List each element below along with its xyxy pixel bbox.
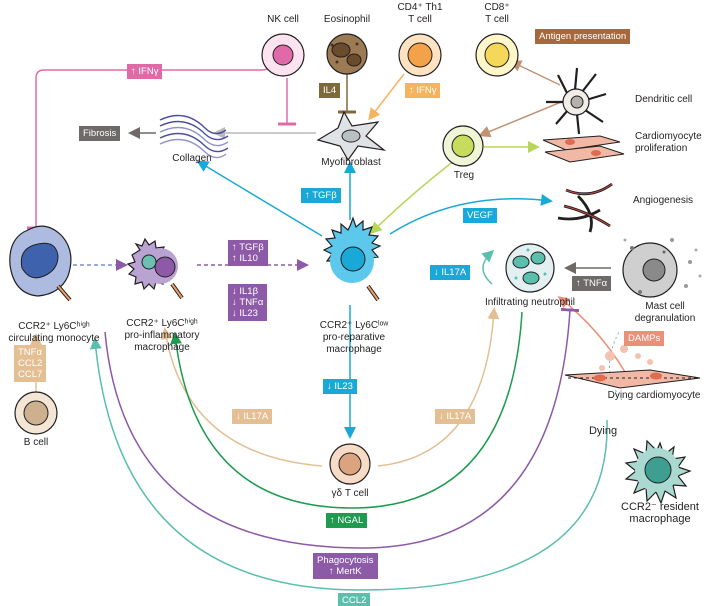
dying-cardiomyocyte (564, 369, 701, 389)
monocyte-label: CCR2⁺ Ly6Cʰⁱᵍʰ circulating monocyte (8, 321, 100, 344)
antigen-presentation-tag: Antigen presentation (535, 29, 631, 44)
damps-to-neutrophil-arrow (557, 296, 626, 373)
neutrophil-cell (505, 243, 555, 293)
dendritic-to-cd8-arrow (509, 60, 561, 86)
ccl2-arc (89, 337, 608, 591)
damps-tag: DAMPs (624, 331, 665, 346)
eosinophil-cell (326, 33, 368, 75)
il23-tag: ↓ IL23 (323, 379, 357, 394)
nk-cell-label: NK cell (267, 14, 299, 25)
cd4-to-myofibroblast-arrow (368, 73, 405, 121)
dendritic-to-treg-arrow (478, 99, 567, 138)
ngal-tag: ↑ NGAL (326, 513, 368, 528)
nk-inhibition-line (27, 55, 271, 230)
proinflam-macrophage-label: CCR2⁺ Ly6Cʰⁱᵍʰ pro-inflammatory macropha… (124, 318, 200, 353)
cardio-proliferation-label: Cardiomyocyte proliferation (635, 131, 702, 154)
tgfb-tag: ↑ TGFβ (301, 188, 341, 203)
myofibroblast-label: Myofibroblast (321, 157, 381, 168)
treg-to-prorep-arrow (369, 159, 456, 235)
phagocytosis-tag: Phagocytosis ↑ MertK (313, 553, 378, 579)
ifng-nk-tag: ↑ IFNγ (127, 64, 163, 79)
resident-macrophage-cell (624, 439, 692, 505)
mast-cell (622, 238, 702, 298)
myofibroblast-cell (316, 110, 387, 162)
il4-tag: IL4 (319, 83, 341, 98)
gdt-to-proinflam-arc (160, 327, 323, 467)
ifng-cd4-tag: ↑ IFNγ (405, 83, 441, 98)
mast-cell-label: Mast cell degranulation (634, 301, 696, 324)
dying-cardiomyocyte-label: Dying cardiomyocyte (607, 390, 701, 401)
il17a-left-tag: ↓ IL17A (232, 409, 273, 424)
collagen-fibers (159, 114, 229, 159)
bcell-cytokines-tag: TNFα CCL2 CCL7 (14, 345, 47, 382)
proinflammatory-macrophage-cell (126, 237, 184, 300)
eosinophil-label: Eosinophil (323, 14, 371, 25)
cd4-th1-cell (398, 33, 442, 77)
il17a-right-tag: ↓ IL17A (435, 409, 476, 424)
damps-particles (599, 345, 653, 371)
neutrophil-label: Infiltrating neutrophil (484, 297, 576, 308)
cd8-t-cell (475, 33, 519, 77)
dendritic-cell (546, 67, 607, 135)
nk-cell (261, 33, 305, 77)
neutrophil-loop-arrow (481, 250, 495, 285)
collagen-label: Collagen (172, 153, 212, 164)
angiogenesis-vessels (557, 182, 613, 233)
dying-label: Dying (588, 425, 618, 437)
il1b-tnfa-il23-tag: ↓ IL1β ↓ TNFα ↓ IL23 (228, 284, 268, 321)
prorep-to-collagen-arrow (196, 160, 323, 237)
tgfb-il10-tag: ↑ TGFβ ↑ IL10 (228, 240, 268, 266)
prorep-macrophage-cell (322, 216, 382, 302)
vegf-tag: VEGF (463, 208, 497, 223)
fibrosis-tag: Fibrosis (79, 126, 121, 141)
cd8-t-cell-label: CD8⁺ T cell (484, 2, 510, 25)
angiogenesis-label: Angiogenesis (633, 195, 694, 206)
treg-label: Treg (453, 170, 475, 181)
prorep-macrophage-label: CCR2⁺ Ly6Cˡᵒʷ pro-reparative macrophage (319, 320, 389, 355)
ngal-arc (170, 311, 523, 509)
monocyte-cell (9, 225, 72, 302)
gd-t-cell (329, 443, 371, 485)
phagocytosis-arc (104, 307, 580, 549)
dying-connector (609, 329, 623, 401)
cd4-th1-label: CD4⁺ Th1 T cell (397, 2, 443, 25)
gd-t-cell-label: γδ T cell (331, 488, 369, 499)
prorep-to-angiogenesis-arrow (389, 193, 553, 235)
resident-macrophage-label: CCR2⁻ resident macrophage (621, 501, 699, 525)
tnfa-mast-tag: ↑ TNFα (572, 276, 612, 291)
b-cell (14, 391, 58, 435)
treg-cell (442, 125, 484, 167)
ccl2-tag: CCL2 (338, 593, 371, 606)
b-cell-label: B cell (23, 437, 49, 448)
cardiomyocyte-proliferation (542, 135, 625, 163)
il17a-neutrophil-tag: ↓ IL17A (430, 265, 471, 280)
dendritic-cell-label: Dendritic cell (635, 94, 693, 105)
